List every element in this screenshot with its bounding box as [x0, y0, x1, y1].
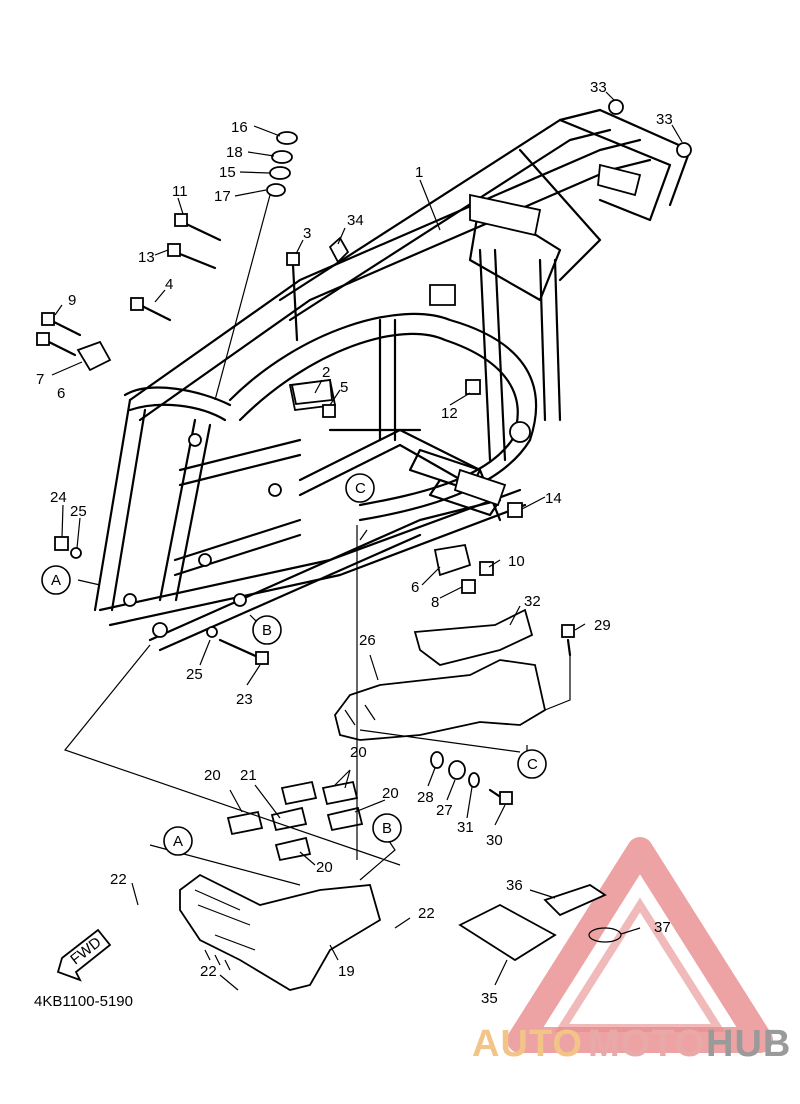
- watermark-logo: AUTO MOTO HUB: [472, 837, 791, 1065]
- callout-24: 24: [50, 489, 67, 506]
- ref-A-1: A: [51, 572, 61, 589]
- bolts-and-nuts: [36, 99, 692, 805]
- ref-B-2: B: [382, 820, 392, 837]
- watermark-moto: MOTO: [588, 1023, 705, 1065]
- callout-16: 16: [231, 119, 248, 136]
- callout-18: 18: [226, 144, 243, 161]
- callout-20c: 20: [382, 785, 399, 802]
- callout-12: 12: [441, 405, 458, 422]
- callout-20d: 20: [316, 859, 333, 876]
- callout-22b: 22: [418, 905, 435, 922]
- callout-15: 15: [219, 164, 236, 181]
- callout-10: 10: [508, 553, 525, 570]
- ref-C-2: C: [527, 756, 538, 773]
- leader-lines: [51, 91, 683, 991]
- callout-22a: 22: [110, 871, 127, 888]
- fwd-arrow: FWD: [56, 928, 112, 982]
- callout-3: 3: [303, 225, 311, 242]
- watermark-auto: AUTO: [472, 1023, 583, 1065]
- callout-9: 9: [68, 292, 76, 309]
- ref-C-1: C: [355, 480, 366, 497]
- callout-20a: 20: [350, 744, 367, 761]
- callout-36: 36: [506, 877, 523, 894]
- callout-6b: 6: [411, 579, 419, 596]
- watermark-hub: HUB: [706, 1023, 791, 1065]
- callout-17: 17: [214, 188, 231, 205]
- rubber-blocks: [226, 780, 364, 862]
- callout-1: 1: [415, 164, 423, 181]
- ref-B-1: B: [262, 622, 272, 639]
- heat-shield: [334, 608, 547, 753]
- callout-23: 23: [236, 691, 253, 708]
- callout-13: 13: [138, 249, 155, 266]
- callout-20b: 20: [204, 767, 221, 784]
- callout-11: 11: [172, 183, 188, 200]
- callout-26: 26: [359, 632, 376, 649]
- callout-2: 2: [322, 364, 330, 381]
- callout-25a: 25: [70, 503, 87, 520]
- callout-35: 35: [481, 990, 498, 1007]
- ref-A-2: A: [173, 833, 183, 850]
- callout-labels: 1 2 3 4 5 6 6 7 8 9 10 11 12 13 14 15 16…: [36, 79, 673, 1007]
- callout-27: 27: [436, 802, 453, 819]
- callout-30: 30: [486, 832, 503, 849]
- callout-21: 21: [240, 767, 257, 784]
- callout-25b: 25: [186, 666, 203, 683]
- callout-4: 4: [165, 276, 173, 293]
- callout-31: 31: [457, 819, 474, 836]
- callout-33a: 33: [590, 79, 607, 96]
- callout-34: 34: [347, 212, 364, 229]
- callout-5: 5: [340, 379, 348, 396]
- callout-8: 8: [431, 594, 439, 611]
- callout-14: 14: [545, 490, 562, 507]
- skid-plate: [179, 873, 382, 991]
- callout-6: 6: [57, 385, 65, 402]
- callout-32: 32: [524, 593, 541, 610]
- callout-19: 19: [338, 963, 355, 980]
- callout-33b: 33: [656, 111, 673, 128]
- reference-markers: A A B B C C: [41, 473, 547, 856]
- callout-7: 7: [36, 371, 44, 388]
- callout-22c: 22: [200, 963, 217, 980]
- tool-kit: [458, 884, 622, 962]
- callout-37: 37: [654, 919, 671, 936]
- part-code: 4KB1100-5190: [34, 993, 133, 1010]
- callout-29: 29: [594, 617, 611, 634]
- callout-28: 28: [417, 789, 434, 806]
